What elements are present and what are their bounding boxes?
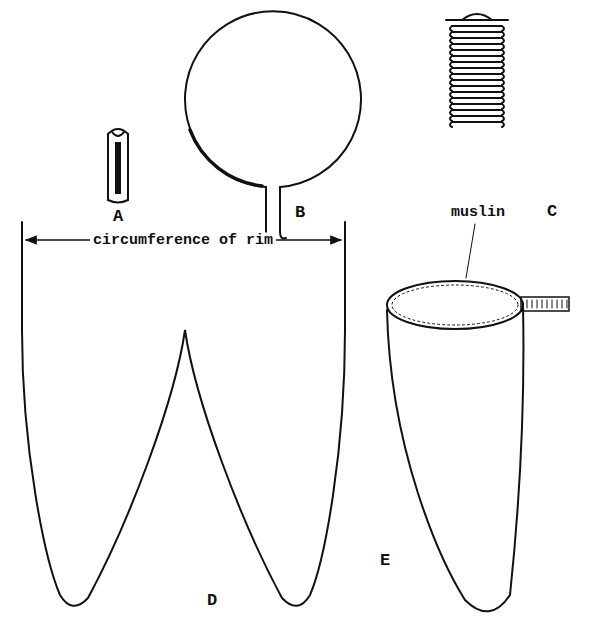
part-label: circumference of rim: [90, 233, 276, 248]
figure-letter: D: [207, 592, 217, 609]
figure-letter: C: [547, 203, 557, 220]
spring-part: [446, 14, 508, 127]
tube-part: [108, 129, 128, 203]
part-label: muslin: [451, 205, 505, 220]
finished-net: [387, 224, 569, 611]
figure-letter: A: [113, 208, 123, 225]
ring-part: [185, 11, 361, 238]
net-pattern: [22, 222, 345, 606]
figure-letter: E: [380, 552, 390, 569]
figure-letter: B: [295, 204, 305, 221]
